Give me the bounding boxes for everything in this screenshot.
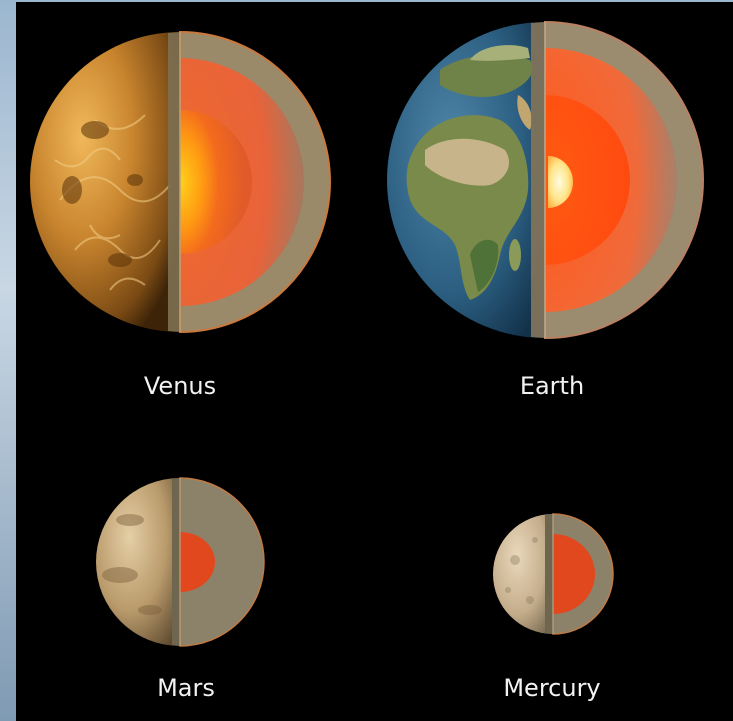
- mars-cutaway: [96, 477, 265, 647]
- planet-label-earth: Earth: [520, 372, 584, 400]
- planet-label-mars: Mars: [157, 674, 215, 702]
- planet-label-mercury: Mercury: [503, 674, 600, 702]
- venus-cutaway: [30, 30, 331, 334]
- mercury-cutaway: [493, 513, 614, 635]
- planet-label-venus: Venus: [144, 372, 216, 400]
- earth-cutaway: [387, 20, 704, 340]
